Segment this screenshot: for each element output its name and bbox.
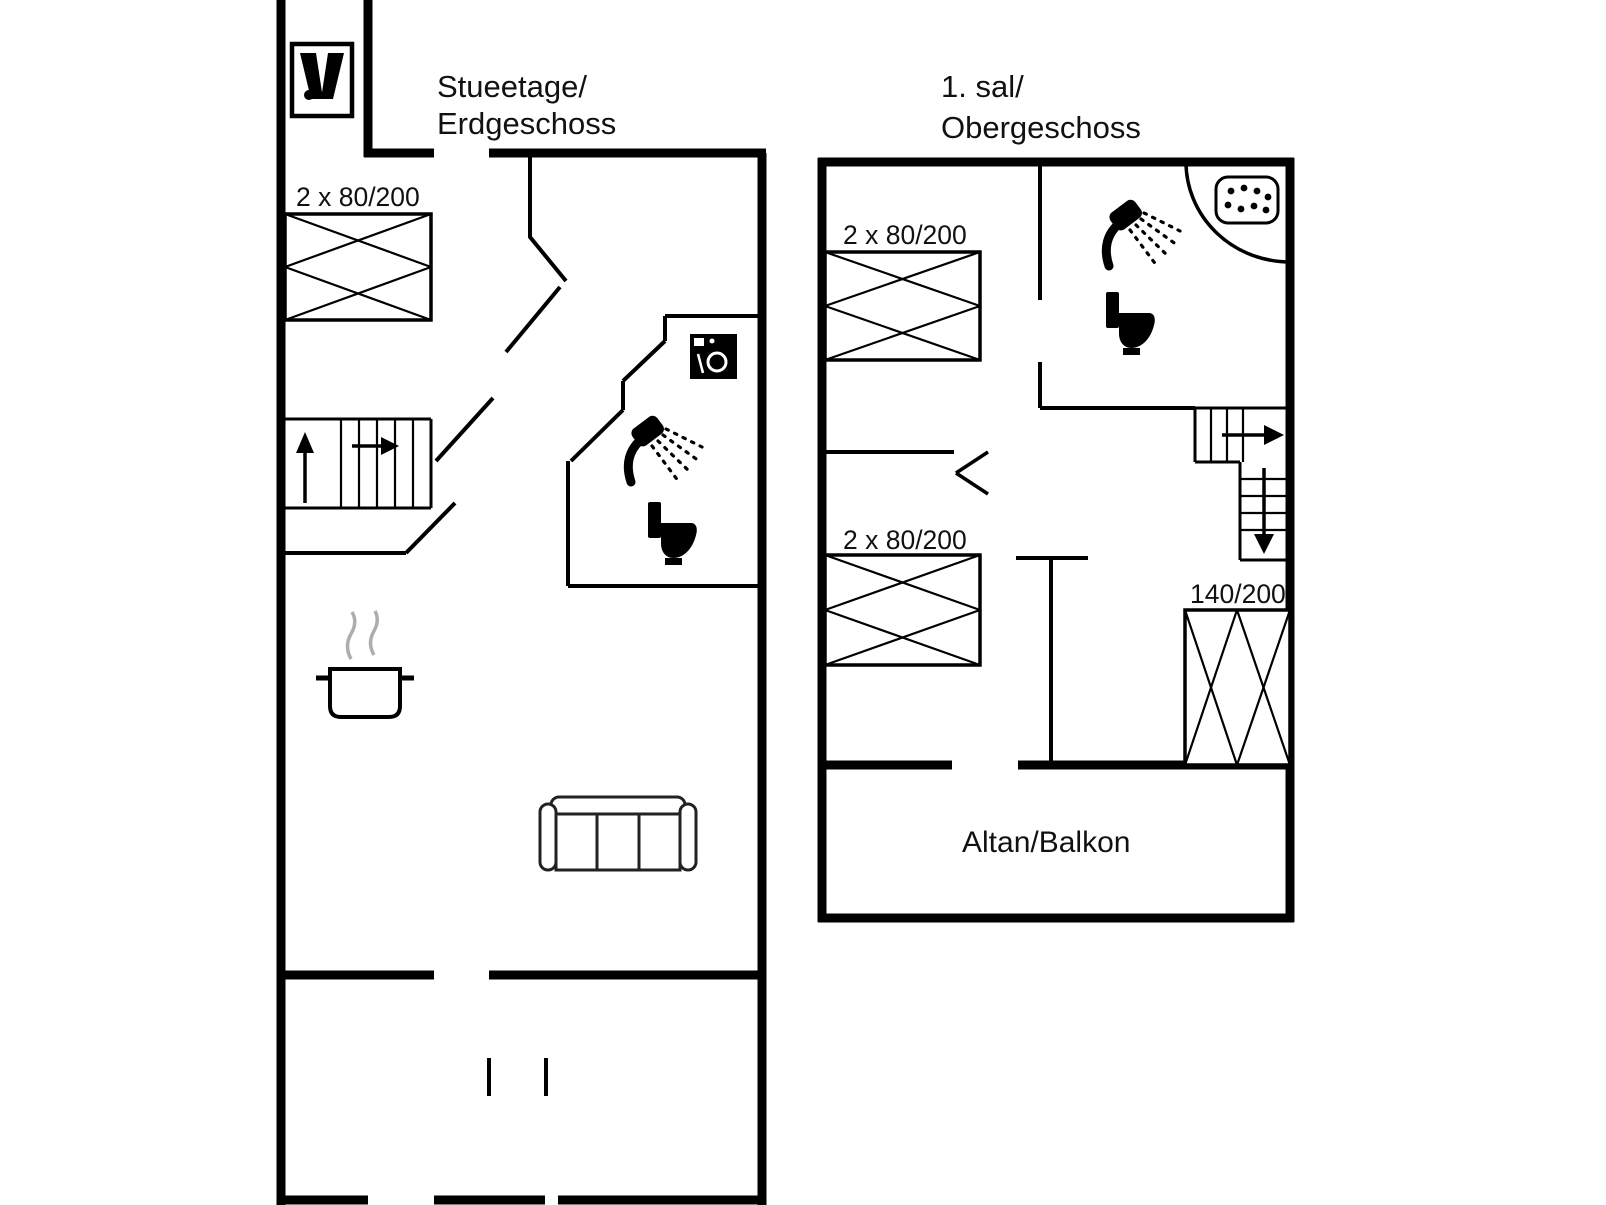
washing-machine-icon	[690, 334, 737, 379]
door-swing	[955, 450, 989, 475]
upper-floor-title-line1: 1. sal/	[941, 69, 1024, 104]
ground-exterior-walls	[276, 0, 767, 1205]
door-swing	[434, 396, 495, 463]
ground-floor-title-line1: Stueetage/	[437, 69, 587, 104]
ground-interior-walls	[281, 157, 762, 1096]
door-swing	[569, 408, 625, 463]
upper-staircase	[1193, 406, 1290, 562]
upper-bed2-2x80	[823, 553, 982, 667]
cooking-pot-icon	[316, 610, 414, 719]
shower-tray-icon	[1214, 175, 1280, 225]
ground-floor-plan	[276, 0, 767, 1205]
door-swing	[504, 285, 562, 354]
ground-bed-2x80	[283, 212, 433, 322]
corner-shower	[1184, 161, 1291, 264]
upper-interior-walls	[822, 162, 1195, 765]
labels: Stueetage/ Erdgeschoss 2 x 80/200 1. sal…	[296, 69, 1286, 859]
ground-bed-size-label: 2 x 80/200	[296, 182, 420, 212]
door-swing	[955, 471, 989, 496]
ground-floor-title-line2: Erdgeschoss	[437, 106, 616, 141]
upper-double-bed-size-label: 140/200	[1190, 579, 1286, 609]
upper-floor-plan	[817, 157, 1295, 923]
ground-staircase	[283, 417, 433, 510]
door-swing	[404, 501, 457, 555]
upper-bed2-size-label: 2 x 80/200	[843, 525, 967, 555]
upper-floor-title-line2: Obergeschoss	[941, 110, 1141, 145]
upper-bed1-2x80	[823, 250, 982, 362]
wood-stove-icon	[300, 53, 344, 100]
wood-stove-box	[289, 41, 355, 119]
sofa-icon	[538, 795, 698, 872]
upper-bed1-size-label: 2 x 80/200	[843, 220, 967, 250]
upper-double-bed-140	[1183, 608, 1292, 767]
stair-treads	[339, 419, 415, 508]
balcony-label: Altan/Balkon	[962, 826, 1130, 859]
